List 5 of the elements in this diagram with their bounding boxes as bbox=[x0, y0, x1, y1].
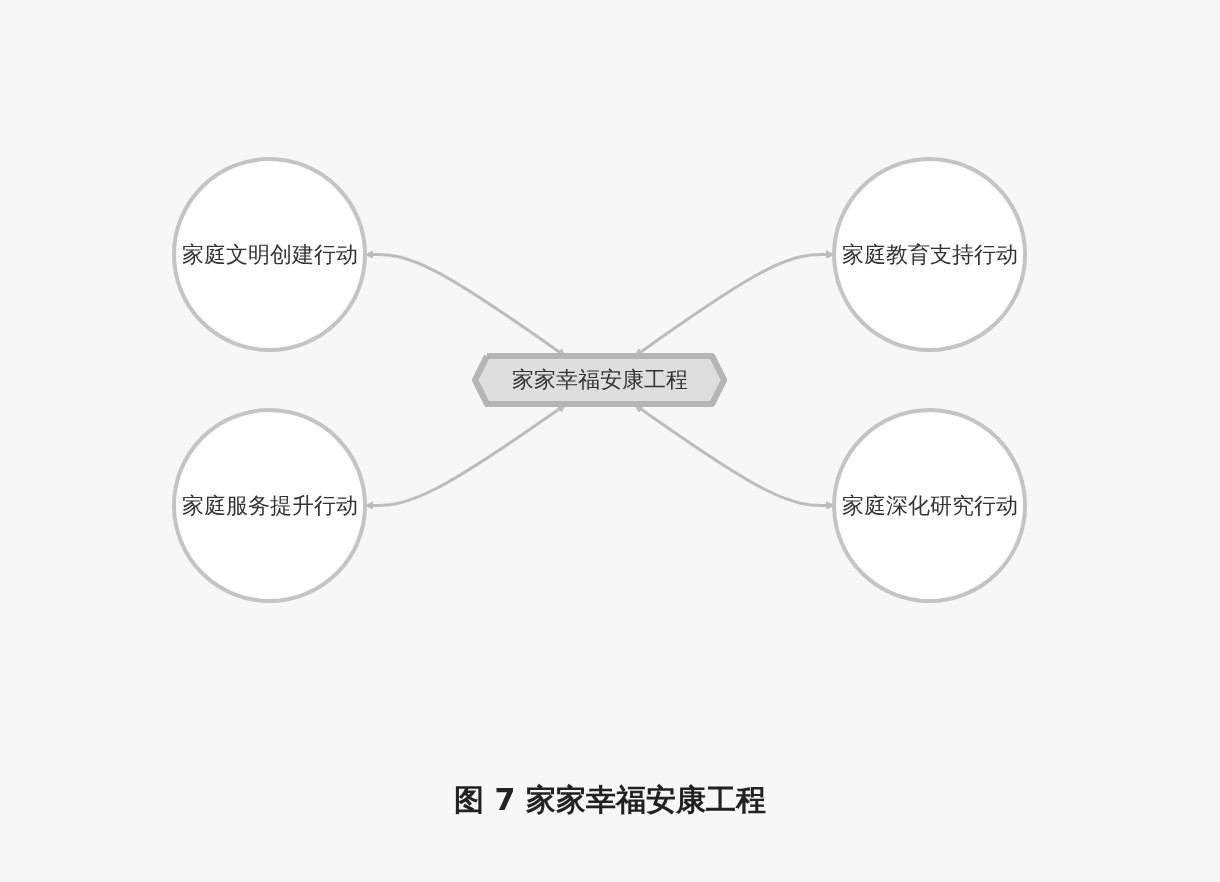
node-circle: 家庭文明创建行动 bbox=[172, 157, 368, 352]
node-circle: 家庭服务提升行动 bbox=[172, 408, 368, 603]
caption: 图 7 家家幸福安康工程 bbox=[453, 781, 767, 819]
node-circle: 家庭深化研究行动 bbox=[832, 408, 1028, 603]
node-circle: 家庭教育支持行动 bbox=[832, 157, 1028, 352]
